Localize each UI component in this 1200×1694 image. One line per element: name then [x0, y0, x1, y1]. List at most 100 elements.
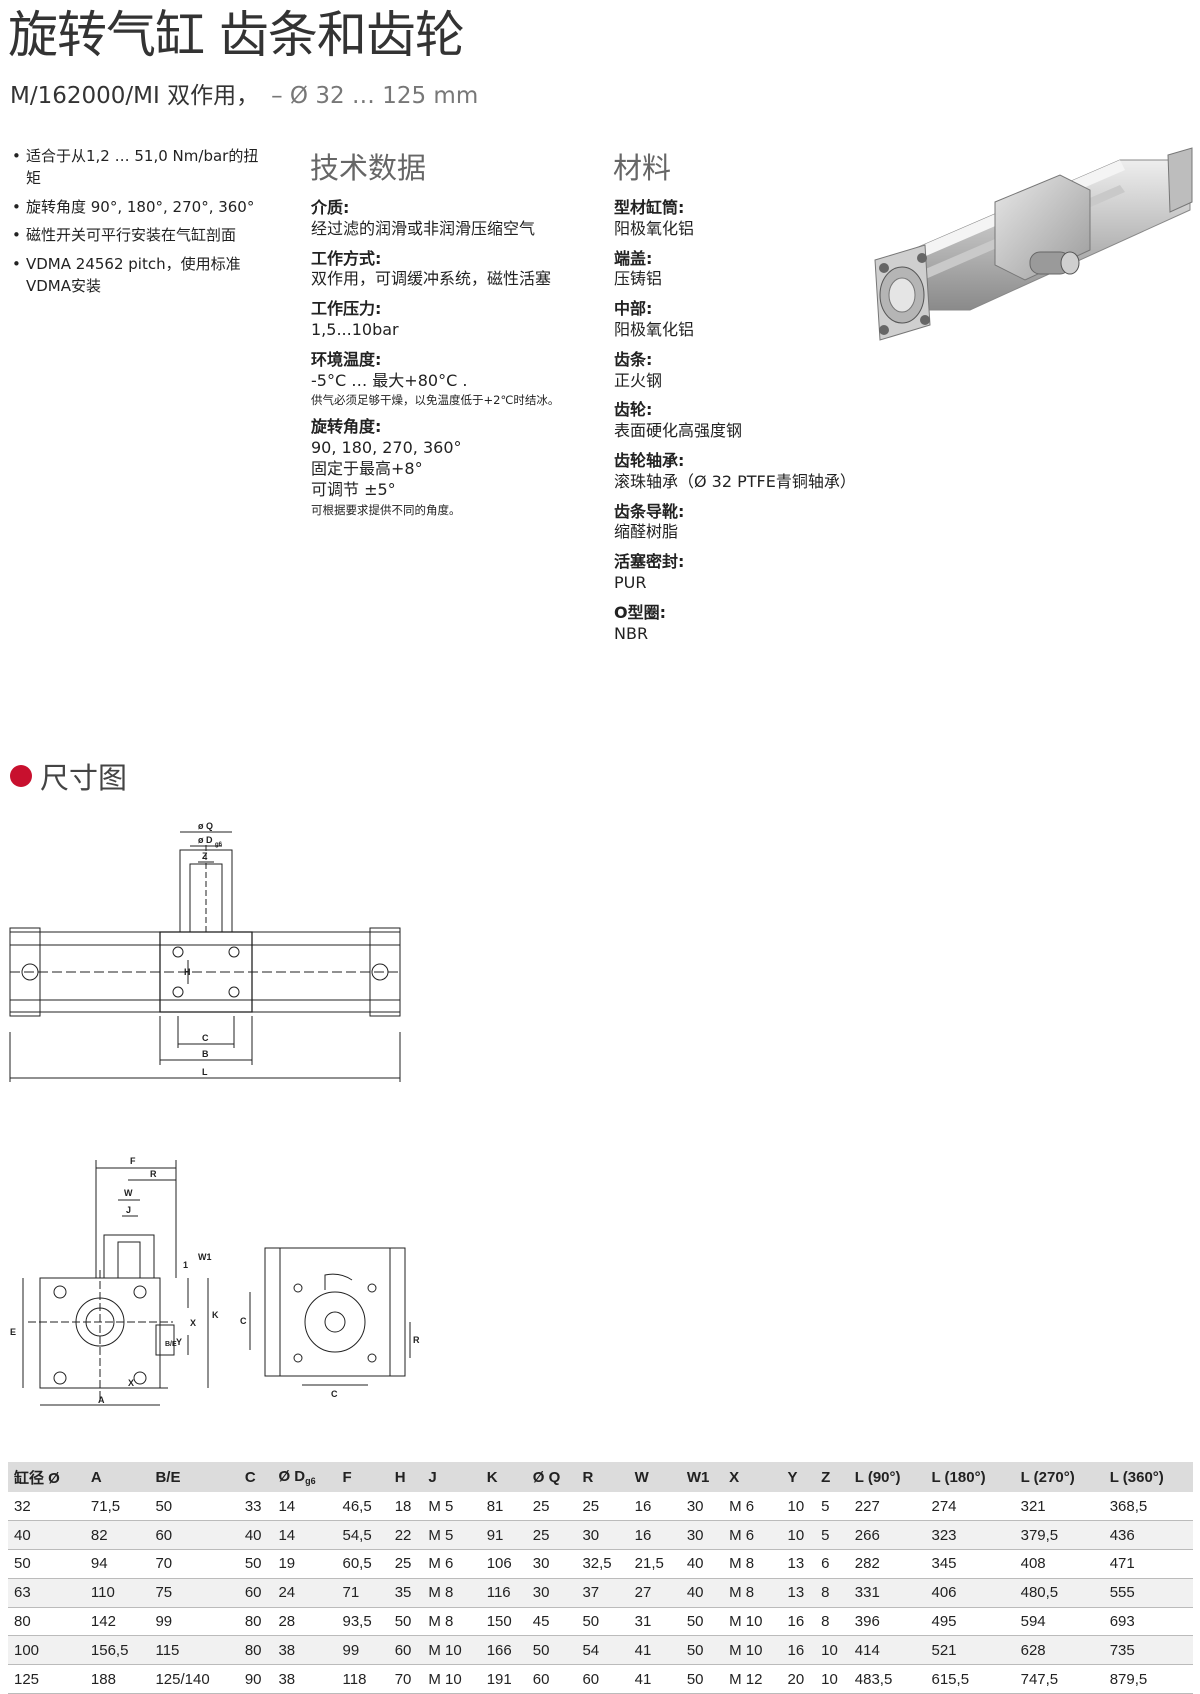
dim-label-be: B/E [165, 1341, 177, 1348]
table-cell: 227 [848, 1492, 926, 1522]
dimensions-heading-text: 尺寸图 [40, 761, 128, 795]
table-header: Ø Dg6 [272, 1462, 337, 1492]
spec-label: 环境温度: [311, 349, 382, 369]
table-cell: 90 [238, 1664, 273, 1694]
table-cell: 8 [815, 1578, 849, 1608]
feature-item: 旋转角度 90°, 180°, 270°, 360° [12, 197, 272, 219]
table-header: H [388, 1462, 423, 1492]
feature-item: 磁性开关可平行安装在气缸剖面 [12, 225, 272, 247]
spec-item: 工作压力: 1,5...10bar [311, 299, 601, 341]
table-cell: 16 [781, 1635, 816, 1666]
material-label: 齿轮轴承: [614, 450, 685, 470]
table-cell: 16 [628, 1492, 681, 1522]
spec-value: -5°C … 最大+80°C . [311, 370, 468, 390]
dim-label-l: L [202, 1067, 208, 1077]
dim-label-w1: W1 [198, 1252, 212, 1262]
table-header-od: Ø D [278, 1468, 306, 1485]
table-cell: 628 [1014, 1635, 1104, 1666]
table-cell: 10 [781, 1492, 816, 1522]
tech-data-list: 介质: 经过滤的润滑或非润滑压缩空气 工作方式: 双作用，可调缓冲系统，磁性活塞… [311, 198, 601, 526]
dim-label-y: Y [176, 1337, 182, 1347]
table-cell: 331 [848, 1578, 926, 1608]
feature-item: VDMA 24562 pitch，使用标准VDMA安装 [12, 254, 272, 298]
dim-label-k: K [212, 1310, 219, 1320]
front-view-drawing: F R W J 1 W1 X K Y E B/E X A [10, 1156, 219, 1406]
table-cell: 483,5 [848, 1664, 926, 1694]
table-cell: 60 [388, 1635, 423, 1666]
page-subtitle: M/162000/MI 双作用，– Ø 32 … 125 mm [10, 76, 478, 110]
table-cell: 40 [680, 1549, 724, 1579]
dim-label-e: E [10, 1327, 16, 1337]
table-cell: 368,5 [1103, 1492, 1193, 1522]
material-item: 活塞密封:PUR [614, 552, 904, 594]
table-cell: 41 [628, 1664, 681, 1694]
materials-list: 型材缸筒:阳极氧化铝 端盖:压铸铝 中部:阳极氧化铝 齿条:正火钢 齿轮:表面硬… [614, 198, 904, 653]
table-cell: 46,5 [336, 1492, 389, 1522]
table-cell: 21,5 [628, 1549, 681, 1579]
spec-label: 工作压力: [311, 299, 382, 319]
table-cell: 30 [576, 1520, 629, 1551]
table-cell: 521 [925, 1635, 1015, 1666]
table-cell: M 8 [723, 1578, 782, 1608]
table-cell: 80 [238, 1607, 273, 1637]
table-cell: 70 [149, 1549, 239, 1579]
dim-label-f: F [130, 1156, 136, 1166]
table-header: K [480, 1462, 527, 1492]
table-cell: 24 [272, 1578, 337, 1608]
spec-item: 介质: 经过滤的润滑或非润滑压缩空气 [311, 198, 601, 240]
table-cell: 125/140 [149, 1664, 239, 1694]
table-cell: 50 [238, 1549, 273, 1579]
table-cell: 13 [781, 1549, 816, 1579]
table-cell: 106 [480, 1549, 527, 1579]
table-cell: 555 [1103, 1578, 1193, 1608]
table-cell: 436 [1103, 1520, 1193, 1551]
dim-label-c: C [202, 1033, 209, 1043]
table-header: L (90°) [848, 1462, 926, 1492]
table-cell: M 6 [422, 1549, 481, 1579]
table-cell: 40 [238, 1520, 273, 1551]
table-header: Y [781, 1462, 816, 1492]
table-cell: 14 [272, 1520, 337, 1551]
table-header-row: 缸径 Ø A B/E C Ø Dg6 F H J K Ø Q R W W1 X … [8, 1462, 1193, 1492]
table-cell: 100 [8, 1635, 85, 1666]
material-label: 齿条: [614, 349, 653, 369]
table-cell: 40 [8, 1520, 85, 1551]
table-header: Z [815, 1462, 849, 1492]
table-cell: 345 [925, 1549, 1015, 1579]
product-photo [874, 147, 1193, 341]
table-cell: 150 [480, 1607, 527, 1637]
table-cell: 80 [8, 1607, 85, 1637]
table-header: 缸径 Ø [8, 1462, 85, 1492]
dim-label-c: C [240, 1316, 247, 1326]
material-value: NBR [614, 623, 649, 643]
material-value: 压铸铝 [614, 269, 663, 289]
table-cell: 37 [576, 1578, 629, 1608]
dimension-table: 缸径 Ø A B/E C Ø Dg6 F H J K Ø Q R W W1 X … [8, 1462, 1193, 1694]
table-cell: 81 [480, 1492, 527, 1522]
table-cell: 60,5 [336, 1549, 389, 1579]
table-cell: 10 [781, 1520, 816, 1551]
table-cell: 25 [526, 1520, 577, 1551]
table-cell: M 8 [422, 1578, 481, 1608]
table-cell: 19 [272, 1549, 337, 1579]
material-item: 齿轮:表面硬化高强度钢 [614, 400, 904, 442]
table-cell: 396 [848, 1607, 926, 1637]
table-cell: 45 [526, 1607, 577, 1637]
table-cell: 33 [238, 1492, 273, 1522]
spec-value: 经过滤的润滑或非润滑压缩空气 [311, 218, 536, 238]
material-label: 活塞密封: [614, 552, 685, 572]
table-cell: 30 [526, 1549, 577, 1579]
table-cell: 25 [576, 1492, 629, 1522]
table-cell: 75 [149, 1578, 239, 1608]
material-value: 表面硬化高强度钢 [614, 421, 743, 441]
table-cell: M 10 [723, 1635, 782, 1666]
table-cell: M 10 [422, 1664, 481, 1694]
table-header: J [422, 1462, 481, 1492]
table-cell: 16 [628, 1520, 681, 1551]
dim-label-z: Z [202, 851, 208, 861]
material-item: 齿轮轴承:滚珠轴承（Ø 32 PTFE青铜轴承） [614, 451, 904, 493]
table-cell: M 6 [723, 1492, 782, 1522]
